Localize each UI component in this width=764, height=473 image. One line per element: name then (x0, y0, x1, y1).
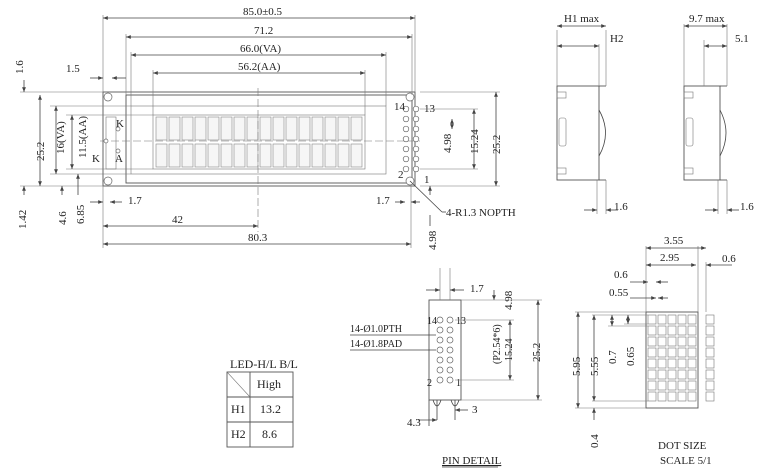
mount-hole-tr (405, 92, 415, 102)
pin-column-span-dim: 15.24 (469, 129, 481, 154)
led-k-label-left: K (92, 153, 100, 165)
mount-hole-bl (103, 176, 113, 186)
pin-detail: 14 13 2 1 14-Ø1.0PTH 14-Ø1.8PAD 1.7 4.98… (350, 268, 543, 468)
bezel-outline (125, 94, 413, 184)
bottom-pin-offset-dim: 4.98 (427, 230, 439, 250)
led-a-pad (115, 148, 121, 154)
dot-right-gap: 0.6 (722, 253, 736, 265)
bottom-aa-offset-dim: 6.85 (75, 204, 87, 224)
dot-bottom-gap: 0.4 (589, 434, 601, 448)
led-row-h1-label: H1 (231, 402, 246, 416)
led-row-h2-value: 8.6 (262, 427, 277, 441)
dot-h: 0.65 (625, 346, 637, 366)
side1-bottom-dim: 1.6 (614, 201, 628, 213)
depth-inner-label: 5.1 (735, 33, 749, 45)
dot-char-width: 3.55 (664, 235, 684, 247)
side-view-1: H1 max H2 1.6 (556, 13, 628, 214)
pin1-label: 1 (424, 174, 430, 186)
overall-width-dim: 85.0±0.5 (243, 6, 283, 18)
pd-height: 25.2 (531, 343, 543, 362)
va-width-dim: 66.0(VA) (240, 43, 281, 55)
pd-pth-note: 14-Ø1.0PTH (350, 324, 402, 335)
aa-width-dim: 56.2(AA) (238, 61, 281, 73)
pd-left-dim: 4.3 (407, 417, 421, 429)
led-center-pad (103, 138, 109, 144)
active-area (152, 114, 366, 170)
top-offset-dim: 1.6 (14, 60, 26, 74)
right-hole-offset-dim: 1.7 (376, 195, 390, 207)
pin-center-distance-dim: 42 (172, 214, 183, 226)
character-cells (155, 116, 363, 168)
left-offset-dim: 1.5 (66, 63, 80, 75)
hole-note: 4-R1.3 NOPTH (446, 207, 516, 219)
bottom-left-offset-dim: 4.6 (57, 211, 69, 225)
height-dim: 25.2 (35, 142, 47, 161)
side2-bottom-dim: 1.6 (740, 201, 754, 213)
side-body-1 (556, 85, 600, 181)
pin-detail-caption: PIN DETAIL (442, 455, 502, 467)
led-row-h1-value: 13.2 (260, 402, 281, 416)
front-view: K A K 14 13 2 1 85.0±0.5 71.2 (14, 6, 516, 250)
left-hole-offset-dim: 1.7 (128, 195, 142, 207)
pin-header (402, 105, 420, 173)
pin-detail-pads (436, 316, 454, 384)
pd-span: 15.24 (504, 339, 515, 362)
bottom-edge-offset-dim: 1.42 (17, 210, 29, 229)
led-k-label: K (116, 118, 124, 130)
dot-w: 0.6 (614, 269, 628, 281)
depth-label: 9.7 max (689, 13, 725, 25)
led-a-label: A (115, 153, 123, 165)
dot-width-total: 2.95 (660, 252, 680, 264)
dot-size-scale: SCALE 5/1 (660, 455, 712, 467)
pd-right-dim: 3 (472, 404, 478, 416)
pd-pin-width: 1.7 (470, 283, 484, 295)
pd-pin14: 14 (427, 316, 437, 327)
led-table-title: LED-H/L B/L (230, 357, 298, 371)
hole-spacing-dim: 80.3 (248, 232, 268, 244)
va-height-dim: 16(VA) (55, 121, 67, 154)
pin14-label: 14 (394, 101, 406, 113)
led-k-pad (115, 126, 121, 132)
pin-row-pitch-dim: 4.98 (442, 133, 454, 153)
pd-pin2: 2 (427, 378, 432, 389)
dot-size-caption: DOT SIZE (658, 440, 707, 452)
led-table-col-header: High (257, 377, 281, 391)
dot-grid (647, 314, 715, 402)
pd-pin1: 1 (456, 378, 461, 389)
dot-gap: 0.55 (609, 287, 629, 299)
pin2-label: 2 (398, 169, 404, 181)
right-height-dim: 25.2 (491, 135, 503, 154)
mount-hole-tl (103, 92, 113, 102)
aa-height-dim: 11.5(AA) (77, 116, 89, 158)
side-view-2: 9.7 max 5.1 1.6 (683, 13, 754, 214)
viewing-area (130, 105, 387, 175)
dot-height-total: 5.55 (589, 356, 601, 376)
pd-pin13: 13 (456, 316, 466, 327)
bezel-width-dim: 71.2 (254, 25, 273, 37)
pd-pitch-note: (P2.54*6) (492, 324, 503, 364)
h1-label: H1 max (564, 13, 600, 25)
led-row-h2-label: H2 (231, 427, 246, 441)
dot-char-outline (645, 311, 699, 409)
side-body-2 (683, 85, 721, 181)
dot-size-detail: 3.55 2.95 0.6 0.6 0.55 5.95 5.55 0.7 0.6… (571, 235, 736, 467)
pd-pad-note: 14-Ø1.8PAD (350, 339, 402, 350)
led-table: LED-H/L B/L High H1 13.2 H2 8.6 (226, 357, 298, 448)
h2-label: H2 (610, 33, 623, 45)
dot-row-pitch: 0.7 (607, 350, 619, 364)
dot-char-height: 5.95 (571, 356, 583, 376)
